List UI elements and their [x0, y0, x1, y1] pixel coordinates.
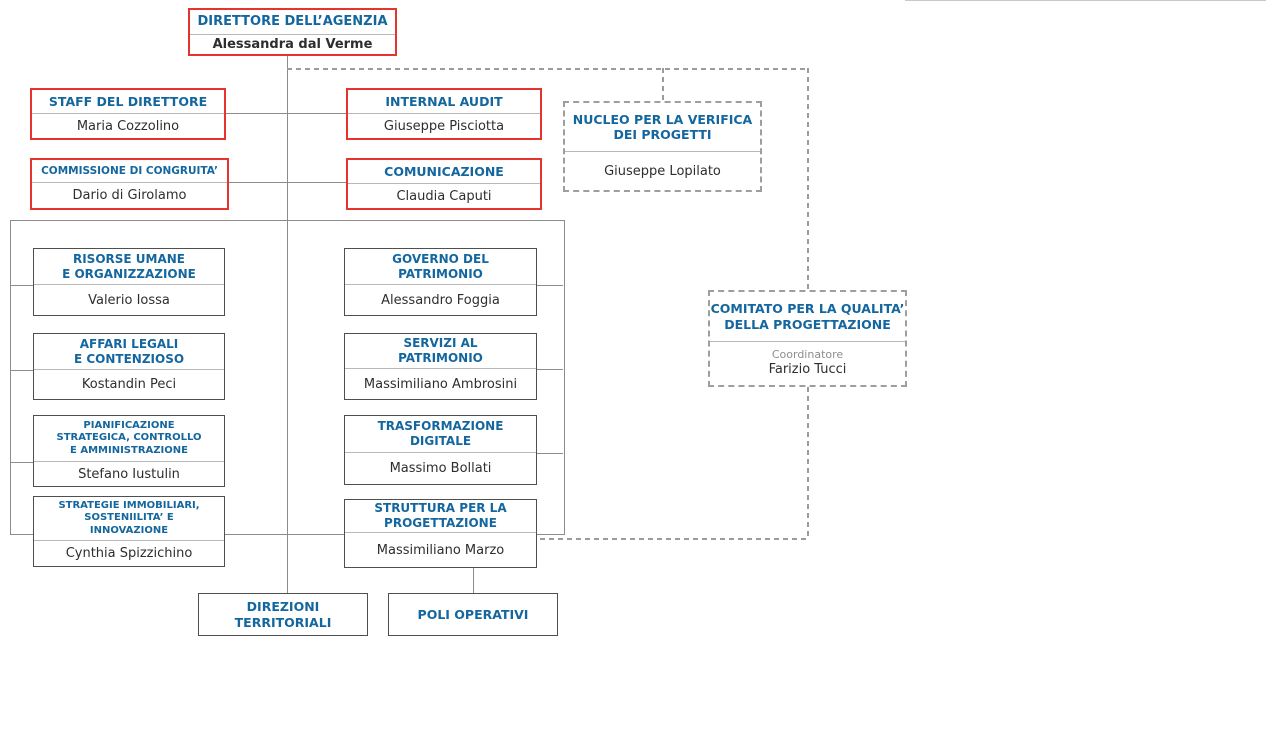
- node-direttore-agenzia: DIRETTORE DELL’AGENZIA Alessandra dal Ve…: [188, 8, 397, 56]
- dashed-connector-bottom: [540, 538, 809, 540]
- node-nucleo-verifica-progetti: NUCLEO PER LA VERIFICA DEI PROGETTI Gius…: [563, 101, 762, 192]
- node-title: TRASFORMAZIONE DIGITALE: [377, 419, 504, 448]
- node-internal-audit: INTERNAL AUDIT Giuseppe Pisciotta: [346, 88, 542, 140]
- node-person-name: Kostandin Peci: [34, 369, 224, 399]
- node-title: NUCLEO PER LA VERIFICA DEI PROGETTI: [572, 111, 753, 142]
- node-trasformazione-digitale: TRASFORMAZIONE DIGITALE Massimo Bollati: [344, 415, 537, 485]
- node-person-name: Alessandra dal Verme: [190, 34, 395, 54]
- node-strategie-immobiliari: STRATEGIE IMMOBILIARI, SOSTENIILITA’ E I…: [33, 496, 225, 567]
- connector-stub-affari: [10, 370, 33, 371]
- connector-staff-audit: [226, 113, 347, 114]
- node-title: STAFF DEL DIRETTORE: [48, 93, 208, 109]
- node-person-name: Maria Cozzolino: [32, 113, 224, 138]
- connector-struttura-poli: [473, 568, 474, 593]
- node-person-name: Alessandro Foggia: [345, 284, 536, 315]
- node-title: SERVIZI AL PATRIMONIO: [398, 336, 483, 365]
- node-title: COMMISSIONE DI CONGRUITA’: [41, 164, 218, 177]
- node-person-name: Giuseppe Pisciotta: [348, 113, 540, 138]
- node-person-name: Massimiliano Ambrosini: [345, 368, 536, 399]
- node-comunicazione: COMUNICAZIONE Claudia Caputi: [346, 158, 542, 210]
- node-pianificazione-strategica: PIANIFICAZIONE STRATEGICA, CONTROLLO E A…: [33, 415, 225, 487]
- node-title: STRUTTURA PER LA PROGETTAZIONE: [374, 501, 507, 530]
- node-risorse-umane: RISORSE UMANE E ORGANIZZAZIONE Valerio I…: [33, 248, 225, 316]
- node-title: DIREZIONI TERRITORIALI: [234, 599, 332, 630]
- node-governo-patrimonio: GOVERNO DEL PATRIMONIO Alessandro Foggia: [344, 248, 537, 316]
- node-person-name: Dario di Girolamo: [32, 182, 227, 208]
- node-person-name: Massimo Bollati: [345, 452, 536, 484]
- node-staff-del-direttore: STAFF DEL DIRETTORE Maria Cozzolino: [30, 88, 226, 140]
- node-title: GOVERNO DEL PATRIMONIO: [392, 251, 489, 281]
- node-struttura-progettazione: STRUTTURA PER LA PROGETTAZIONE Massimili…: [344, 499, 537, 568]
- page-edge-artifact: [905, 0, 1266, 1]
- node-title: STRATEGIE IMMOBILIARI, SOSTENIILITA’ E I…: [58, 500, 200, 536]
- node-direzioni-territoriali: DIREZIONI TERRITORIALI: [198, 593, 368, 636]
- connector-commissione-comunicazione: [229, 182, 347, 183]
- node-poli-operativi: POLI OPERATIVI: [388, 593, 558, 636]
- connector-stub-servizi: [537, 369, 563, 370]
- node-person-name: Claudia Caputi: [348, 183, 540, 208]
- node-person-name: Valerio Iossa: [34, 284, 224, 315]
- node-title: AFFARI LEGALI E CONTENZIOSO: [73, 336, 185, 366]
- node-commissione-congruita: COMMISSIONE DI CONGRUITA’ Dario di Girol…: [30, 158, 229, 210]
- node-affari-legali: AFFARI LEGALI E CONTENZIOSO Kostandin Pe…: [33, 333, 225, 400]
- connector-stub-trasformazione: [537, 453, 563, 454]
- connector-stub-governo: [537, 285, 563, 286]
- node-person-name: Stefano Iustulin: [34, 461, 224, 486]
- node-servizi-patrimonio: SERVIZI AL PATRIMONIO Massimiliano Ambro…: [344, 333, 537, 400]
- node-title: PIANIFICAZIONE STRATEGICA, CONTROLLO E A…: [56, 420, 202, 456]
- connector-stub-risorse: [10, 285, 33, 286]
- node-title: COMITATO PER LA QUALITA’ DELLA PROGETTAZ…: [710, 301, 905, 332]
- node-title: DIRETTORE DELL’AGENZIA: [197, 14, 388, 30]
- node-person-block: Coordinatore Farizio Tucci: [710, 341, 905, 385]
- dashed-connector-comitato-lower: [807, 387, 809, 539]
- dashed-connector-top: [287, 68, 808, 70]
- dashed-connector-comitato-upper: [807, 68, 809, 290]
- node-title: COMUNICAZIONE: [384, 163, 504, 179]
- directions-container-frame: [10, 220, 565, 535]
- node-person-name: Giuseppe Lopilato: [565, 151, 760, 190]
- node-person-name: Cynthia Spizzichino: [34, 540, 224, 566]
- node-title: POLI OPERATIVI: [417, 606, 529, 622]
- node-person-name: Massimiliano Marzo: [345, 532, 536, 567]
- dashed-connector-nucleo: [662, 68, 664, 101]
- node-title: RISORSE UMANE E ORGANIZZAZIONE: [62, 251, 196, 281]
- node-role-label: Coordinatore: [771, 347, 844, 361]
- connector-main-vertical: [287, 56, 288, 593]
- connector-stub-pianificazione: [10, 462, 33, 463]
- node-comitato-qualita: COMITATO PER LA QUALITA’ DELLA PROGETTAZ…: [708, 290, 907, 387]
- node-person-name: Farizio Tucci: [768, 362, 847, 378]
- node-title: INTERNAL AUDIT: [385, 93, 503, 109]
